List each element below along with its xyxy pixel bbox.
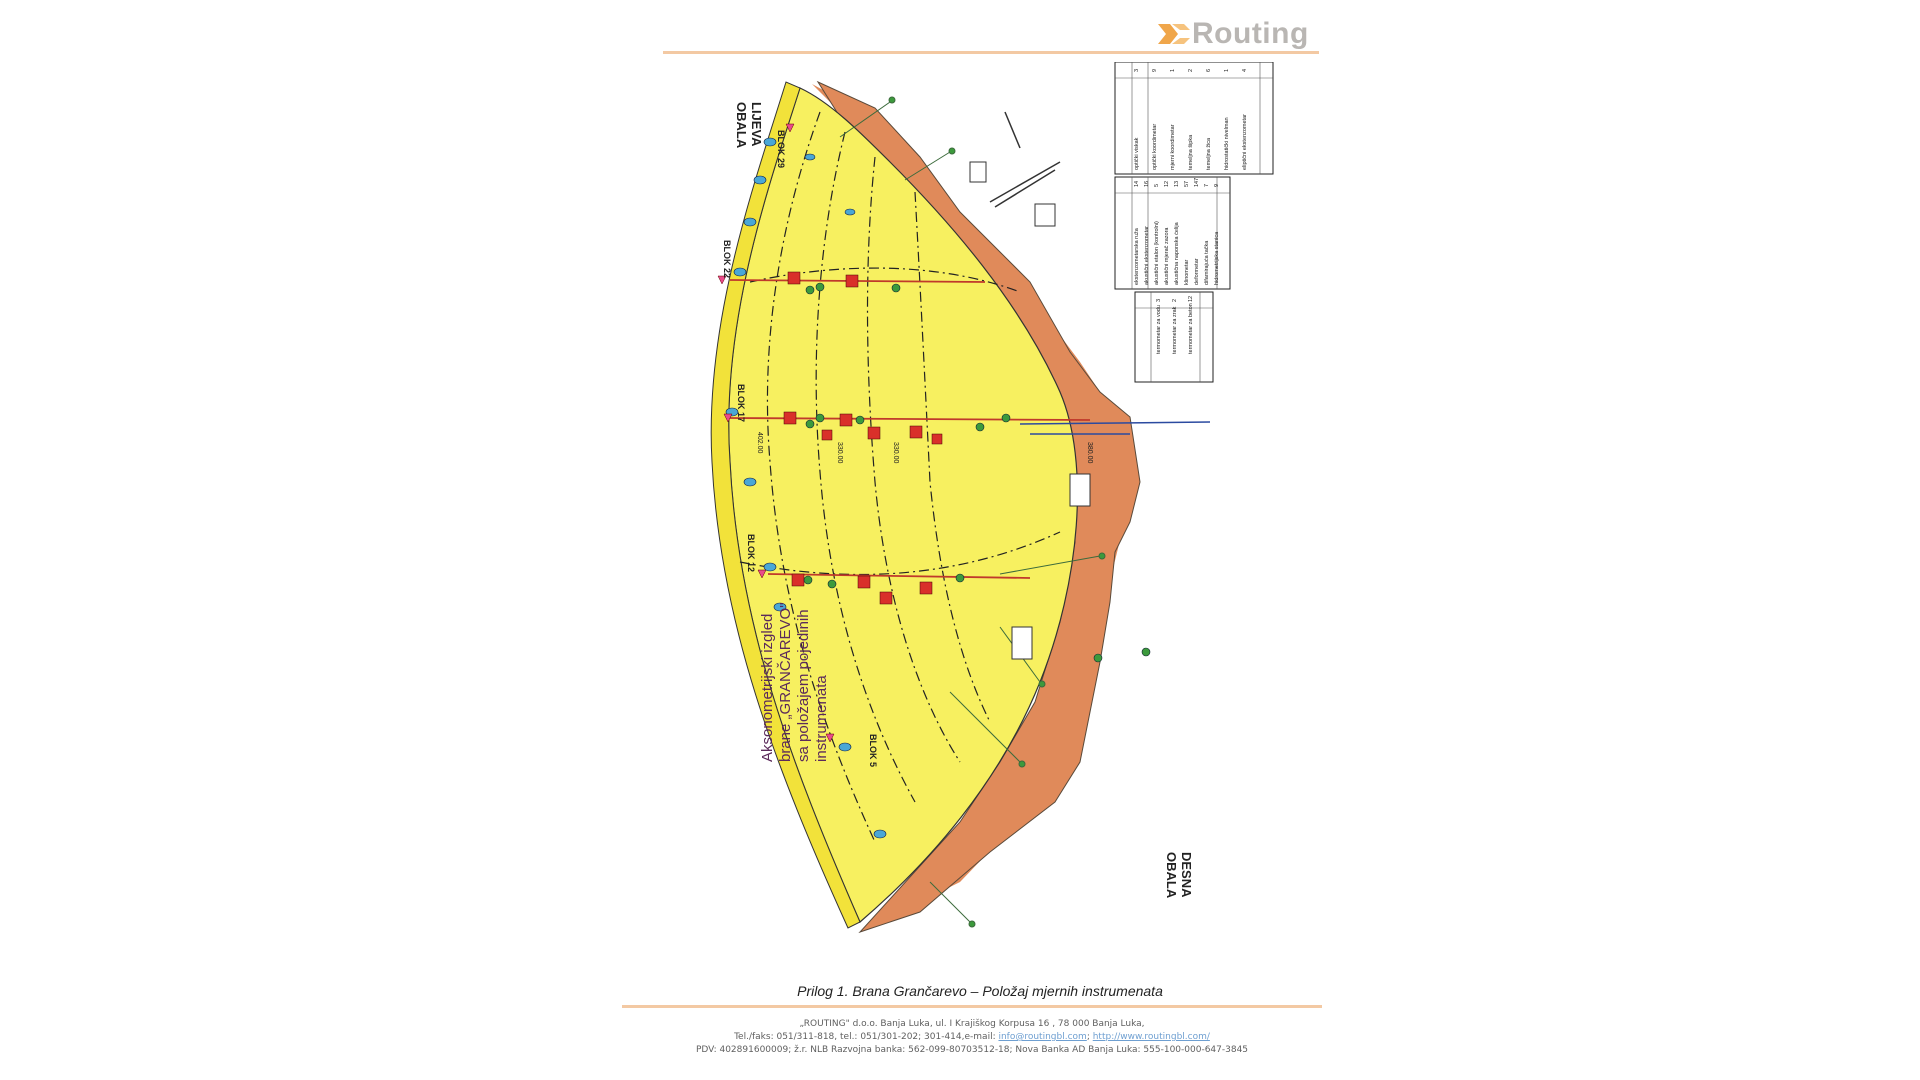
legend-item-name: hidrostatički nivelman <box>1224 117 1230 170</box>
legend-item-name: akustična naponska ćelija <box>1174 221 1180 285</box>
elevation-label: 380.00 <box>1086 442 1093 464</box>
legend-item-name: ekstenzometarska ruža <box>1134 227 1140 285</box>
routing-logo-icon <box>1158 24 1190 44</box>
legend-item-count: 6 <box>1206 69 1212 72</box>
legend-item-name: hidrometrijska stanica <box>1214 231 1220 285</box>
legend-item-name: akustični ekstenzometar <box>1144 226 1150 285</box>
footer-contact: Tel./faks: 051/311-818, tel.: 051/301-20… <box>734 1032 1210 1042</box>
drawing-title: Aksonometrijski izgled brane „GRANČAREVO… <box>759 598 830 762</box>
legend-item-name: temeljna šipka <box>1188 134 1194 170</box>
legend-item-count: 7 <box>1204 184 1210 187</box>
block-label: BLOK 17 <box>736 384 746 422</box>
footer-bank: PDV: 402891600009; ž.r. NLB Razvojna ban… <box>695 1045 1249 1055</box>
block-label: BLOK 29 <box>776 130 786 168</box>
legend-item-name: akustični mjerač zazora <box>1164 227 1170 285</box>
legend-item-count: 9 <box>1152 69 1158 72</box>
footer-company: „ROUTING" d.o.o. Banja Luka, ul. I Kraji… <box>799 1019 1145 1029</box>
footer: „ROUTING" d.o.o. Banja Luka, ul. I Kraji… <box>622 1018 1322 1057</box>
routing-logo: Routing <box>1158 14 1309 54</box>
legend-item-name: difamirajuća tačka <box>1204 240 1210 285</box>
figure-caption: Prilog 1. Brana Grančarevo – Položaj mje… <box>797 983 1163 999</box>
legend-item-count: 2 <box>1188 69 1194 72</box>
legend-item-count: 5 <box>1154 184 1160 187</box>
dam-drawing: LIJEVAOBALA DESNAOBALA BLOK 29 BLOK 22 B… <box>660 61 1300 982</box>
legend-item-name: optički viskak <box>1134 137 1140 170</box>
legend-item-count: 12 <box>1164 181 1170 187</box>
legend-item-count: 147 <box>1194 178 1200 187</box>
legend-item-count: 2 <box>1172 299 1178 302</box>
legend-item-count: 12 <box>1188 296 1194 302</box>
legend-item-name: akustični etalon (kontrolni) <box>1154 221 1160 285</box>
header-divider <box>663 51 1319 54</box>
legend-item-name: deformetar <box>1194 258 1200 285</box>
legend-item-name: mjerni koordimetar <box>1170 124 1176 170</box>
legend-item-count: 16 <box>1144 181 1150 187</box>
legend-item-count: 3 <box>1134 69 1140 72</box>
website-link[interactable]: http://www.routingbl.com/ <box>1092 1032 1210 1042</box>
legend-item-name: klinometar <box>1184 259 1190 285</box>
legend-item-count: 4 <box>1242 69 1248 72</box>
legend-item-count: 1 <box>1170 69 1176 72</box>
legend-item-count: 14 <box>1134 181 1140 187</box>
dam-crest <box>710 81 861 929</box>
elevation-label: 330.00 <box>892 442 899 464</box>
legend-item-name: termometar za zrak <box>1172 306 1178 354</box>
logo-text: Routing <box>1192 17 1309 50</box>
legend-item-name: optički koordimetar <box>1152 124 1158 170</box>
legend-item-count: 1 <box>1224 69 1230 72</box>
elevation-label: 330.00 <box>836 442 843 464</box>
block-label: BLOK 12 <box>746 534 756 572</box>
block-label: BLOK 5 <box>868 734 878 767</box>
legend-item-count: 9 <box>1214 184 1220 187</box>
legend-item-count: 3 <box>1156 299 1162 302</box>
elevation-label: 402.00 <box>756 432 763 454</box>
legend-item-name: temeljna žica <box>1206 137 1212 170</box>
block-label: BLOK 22 <box>722 240 732 278</box>
footer-divider <box>622 1005 1322 1008</box>
left-bank-label: LIJEVAOBALA <box>734 102 764 149</box>
legend-item-name: eliptični ekstenzometar <box>1242 114 1248 170</box>
legend-item-count: 13 <box>1174 181 1180 187</box>
right-bank-label: DESNAOBALA <box>1164 852 1194 899</box>
email-link[interactable]: info@routingbl.com <box>998 1032 1087 1042</box>
legend-item-count: 57 <box>1184 181 1190 187</box>
legend-item-name: termometar za beton <box>1188 303 1194 354</box>
legend-item-name: termometar za vodu <box>1156 305 1162 354</box>
